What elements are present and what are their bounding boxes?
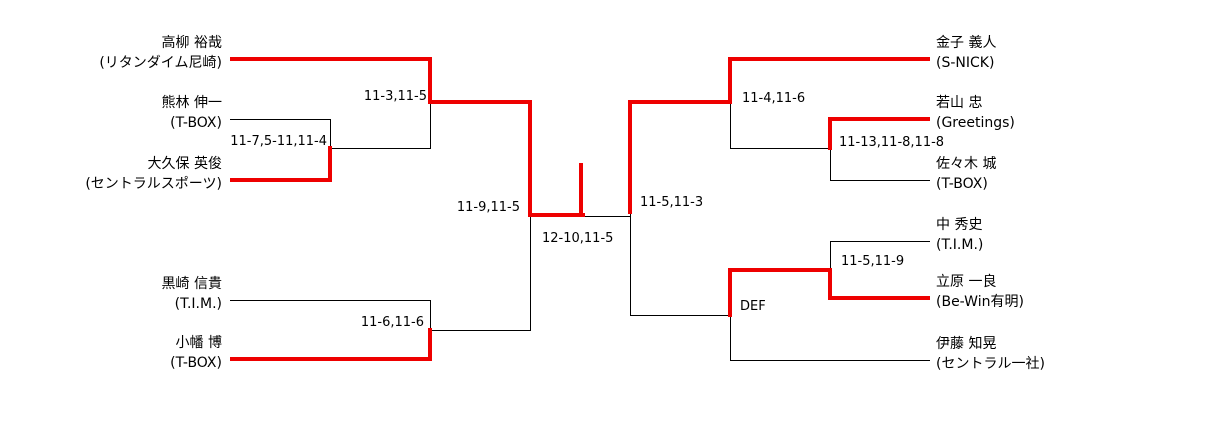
winner-line-left-qf-top-out: [428, 100, 532, 104]
line-right-r1-top-out: [730, 148, 830, 149]
line-kumabayashi-entry: [230, 119, 330, 120]
player-ito: 伊藤 知晃 (セントラル一社): [936, 334, 1200, 374]
player-wakayama: 若山 忠 (Greetings): [936, 93, 1200, 133]
winner-line-obata-entry: [230, 357, 432, 361]
player-name: 黒崎 信貴: [161, 276, 222, 292]
player-name: 高柳 裕哉: [161, 35, 222, 51]
winner-line-okubo-turn: [328, 146, 332, 182]
score-final: 12-10,11-5: [542, 231, 614, 246]
player-club: (T-BOX): [170, 355, 222, 371]
player-club: (リタンダイム尼崎): [99, 55, 222, 71]
winner-line-takayanagi-entry: [230, 57, 432, 61]
line-left-qf-bot-out: [430, 330, 530, 331]
score-right-r1-bottom: 11-5,11-9: [841, 254, 905, 269]
player-club: (Greetings): [936, 115, 1015, 131]
winner-line-final-left: [528, 213, 585, 217]
player-club: (T.I.M.): [936, 237, 984, 253]
winner-line-obata-turn: [428, 328, 432, 361]
player-name: 立原 一良: [936, 274, 997, 290]
player-tachihara: 立原 一良 (Be-Win有明): [936, 272, 1200, 312]
score-left-sf: 11-9,11-5: [456, 200, 520, 215]
winner-line-right-qf-top-out: [628, 100, 732, 104]
winner-line-takayanagi-turn: [428, 57, 432, 104]
player-club: (セントラルスポーツ): [85, 176, 222, 192]
line-left-qf-top-junction: [430, 59, 431, 149]
winner-line-tachihara-entry: [828, 296, 930, 300]
player-club: (Be-Win有明): [936, 294, 1024, 310]
player-name: 若山 忠: [936, 95, 983, 111]
player-club: (T.I.M.): [174, 296, 222, 312]
winner-line-kaneko-turn: [728, 57, 732, 104]
score-right-r1-top: 11-13,11-8,11-8: [839, 135, 945, 150]
line-ito-entry: [730, 360, 930, 361]
player-takayanagi: 高柳 裕哉 (リタンダイム尼崎): [30, 33, 222, 73]
score-right-sf: 11-5,11-3: [640, 195, 704, 210]
player-name: 小幡 博: [175, 335, 222, 351]
player-name: 熊林 伸一: [161, 95, 222, 111]
winner-line-right-qf-bot-out: [728, 268, 832, 272]
line-naka-entry: [830, 241, 930, 242]
player-kumabayashi: 熊林 伸一 (T-BOX): [30, 93, 222, 133]
score-left-qf-bottom: 11-6,11-6: [360, 315, 424, 330]
winner-line-tachihara-qf-turn: [728, 268, 732, 317]
winner-line-wakayama-entry: [828, 117, 930, 121]
score-right-qf-bottom: DEF: [740, 299, 766, 314]
winner-line-kaneko-entry: [728, 57, 930, 61]
player-obata: 小幡 博 (T-BOX): [30, 333, 222, 373]
winner-line-left-sf-path: [528, 100, 532, 217]
winner-line-okubo-entry: [230, 178, 332, 182]
player-kurosaki: 黒崎 信貴 (T.I.M.): [30, 274, 222, 314]
line-left-r1-out: [330, 148, 430, 149]
player-kaneko: 金子 義人 (S-NICK): [936, 33, 1200, 73]
player-name: 佐々木 城: [936, 156, 997, 172]
winner-line-champion: [579, 163, 583, 217]
player-club: (S-NICK): [936, 55, 995, 71]
player-naka: 中 秀史 (T.I.M.): [936, 215, 1200, 255]
winner-line-right-sf-path: [628, 100, 632, 214]
line-right-r1-top-junction: [830, 119, 831, 181]
score-left-r1: 11-7,5-11,11-4: [230, 134, 327, 149]
player-sasaki: 佐々木 城 (T-BOX): [936, 154, 1200, 194]
player-club: (T-BOX): [170, 115, 222, 131]
player-name: 大久保 英俊: [147, 156, 222, 172]
score-right-qf-top: 11-4,11-6: [742, 91, 806, 106]
player-name: 金子 義人: [936, 35, 997, 51]
line-sasaki-entry: [830, 180, 930, 181]
line-kurosaki-entry: [230, 300, 430, 301]
player-club: (T-BOX): [936, 176, 988, 192]
player-name: 伊藤 知晃: [936, 336, 997, 352]
winner-line-wakayama-turn: [828, 117, 832, 150]
player-okubo: 大久保 英俊 (セントラルスポーツ): [30, 154, 222, 194]
line-right-qf-bot-out: [630, 315, 730, 316]
line-right-qf-top-junction: [730, 59, 731, 149]
score-left-qf-top: 11-3,11-5: [363, 89, 427, 104]
player-name: 中 秀史: [936, 217, 983, 233]
player-club: (セントラル一社): [936, 356, 1045, 372]
winner-line-tachihara-turn: [828, 268, 832, 300]
